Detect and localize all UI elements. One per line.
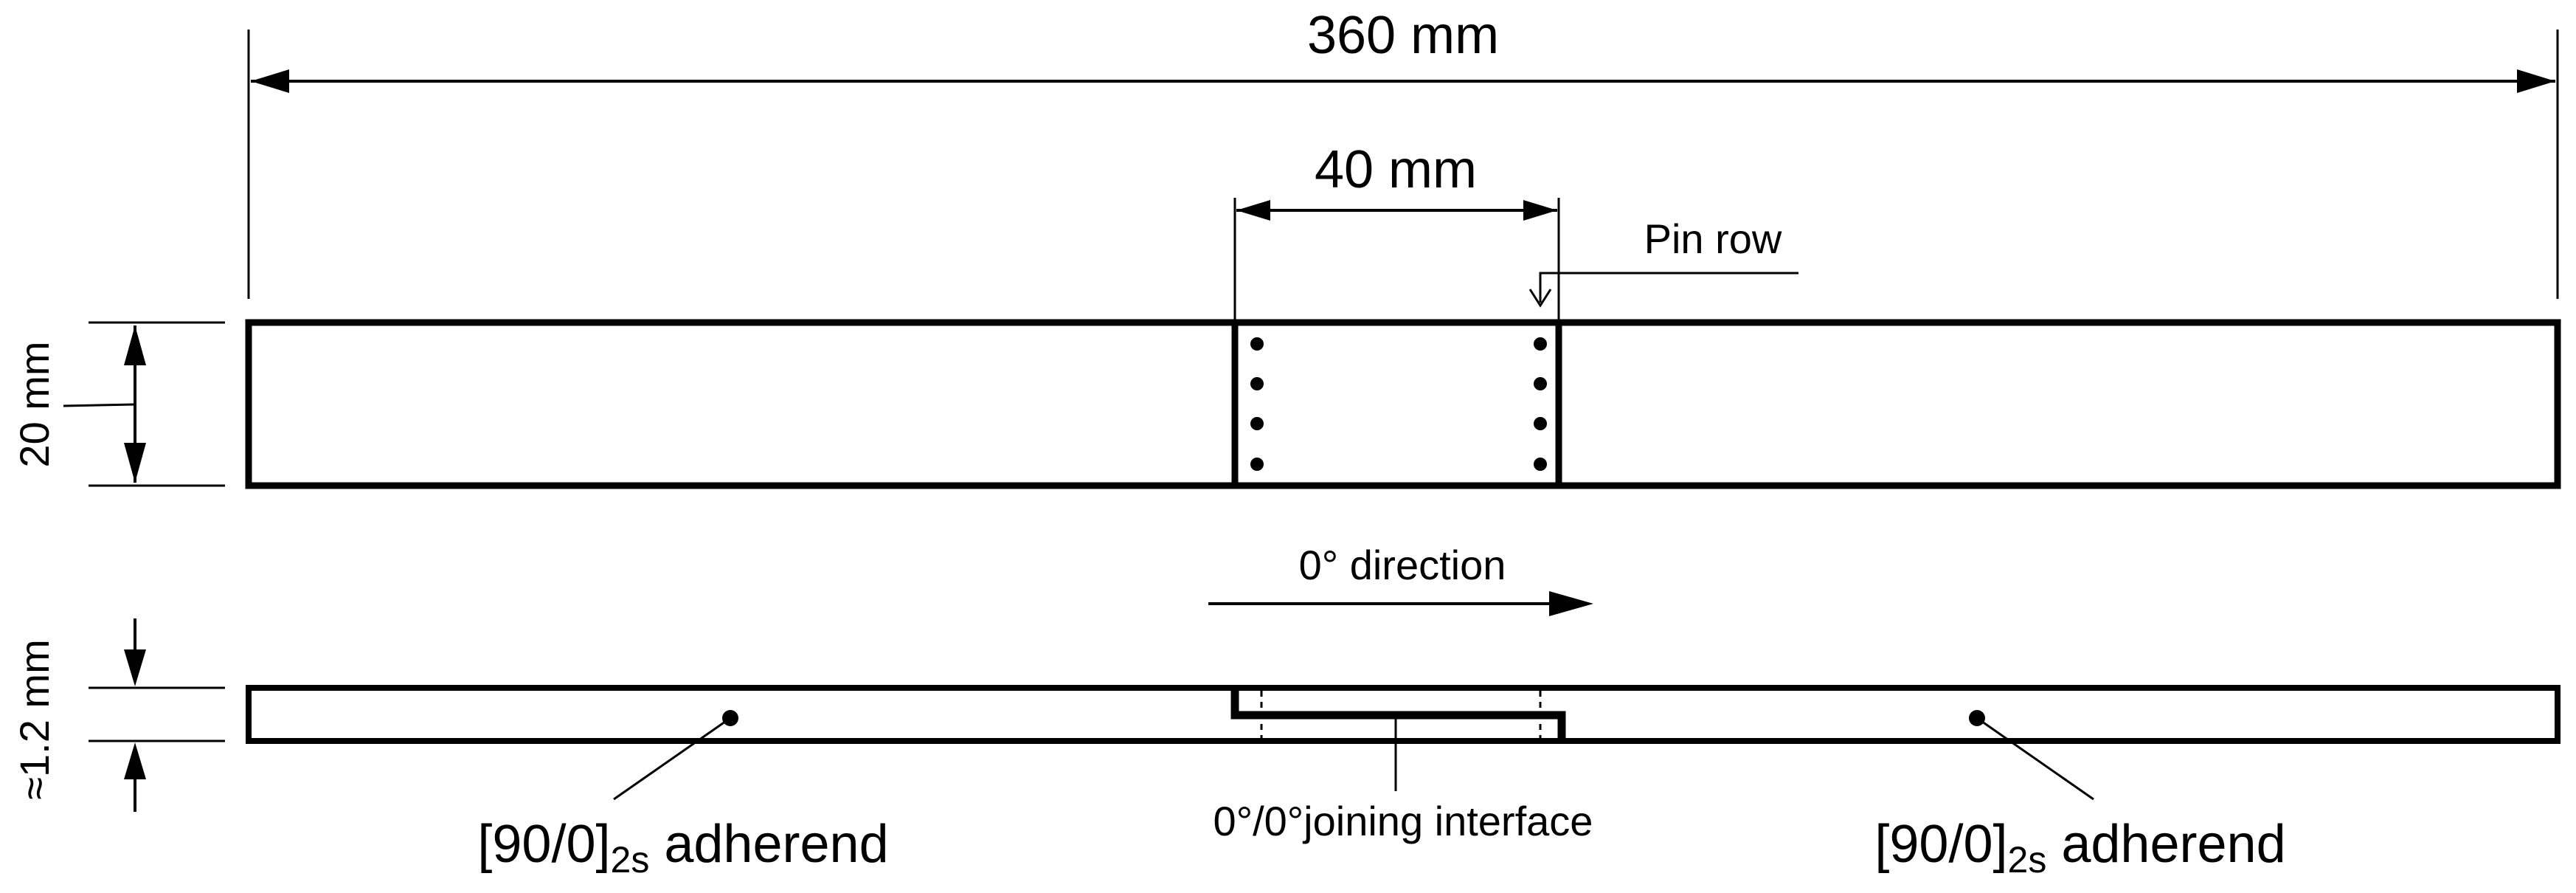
pin [1534, 417, 1547, 430]
thickness-arrowhead-bottom [124, 742, 146, 779]
overlap-arrowhead-left [1236, 200, 1270, 221]
adherend-left-label: [90/0]2s adherend [477, 815, 888, 880]
arrowhead-left [251, 69, 289, 93]
overlap-length-label: 40 mm [1315, 140, 1477, 199]
pin-row-label: Pin row [1644, 216, 1782, 262]
interface-label: 0°/0°joining interface [1213, 798, 1593, 844]
pin [1250, 337, 1264, 351]
top-view [245, 319, 2561, 489]
overlap-arrowhead-right [1523, 200, 1557, 221]
pin-row-callout: Pin row [1528, 216, 1798, 308]
overall-length-dimension: 360 mm [247, 6, 2559, 299]
arrowhead-right [2517, 69, 2555, 93]
joint-step-outline [1230, 688, 1566, 741]
width-label: 20 mm [11, 341, 58, 467]
direction-indicator: 0° direction [1208, 542, 1593, 616]
pin [1534, 458, 1547, 471]
top-view-outline [245, 319, 2561, 489]
side-view [246, 685, 2561, 801]
side-view-outline [246, 685, 2561, 744]
pin [1250, 417, 1264, 430]
pin-row-left [1250, 337, 1264, 471]
width-arrowhead-bottom [124, 443, 146, 483]
thickness-label: ≈1.2 mm [11, 639, 58, 799]
adherend-right-label: [90/0]2s adherend [1874, 815, 2285, 880]
pin [1250, 377, 1264, 390]
pin [1250, 458, 1264, 471]
overall-length-label: 360 mm [1307, 6, 1499, 65]
pin-row-arrow-tip [1528, 289, 1552, 308]
pin-row-right [1534, 337, 1547, 471]
thickness-dimension: ≈1.2 mm [11, 618, 225, 812]
overlap-length-dimension: 40 mm [1233, 140, 1560, 325]
width-dimension: 20 mm [11, 321, 225, 487]
pin-row-leader [1539, 272, 1798, 303]
direction-label: 0° direction [1299, 542, 1506, 588]
pin [1534, 337, 1547, 351]
thickness-arrowhead-top [124, 649, 146, 686]
adherend-left-leader [613, 717, 731, 801]
width-arrowhead-top [124, 325, 146, 365]
adherend-right-leader [1976, 717, 2094, 801]
direction-arrowhead [1549, 591, 1593, 616]
pin [1534, 377, 1547, 390]
width-label-leader [63, 403, 136, 407]
